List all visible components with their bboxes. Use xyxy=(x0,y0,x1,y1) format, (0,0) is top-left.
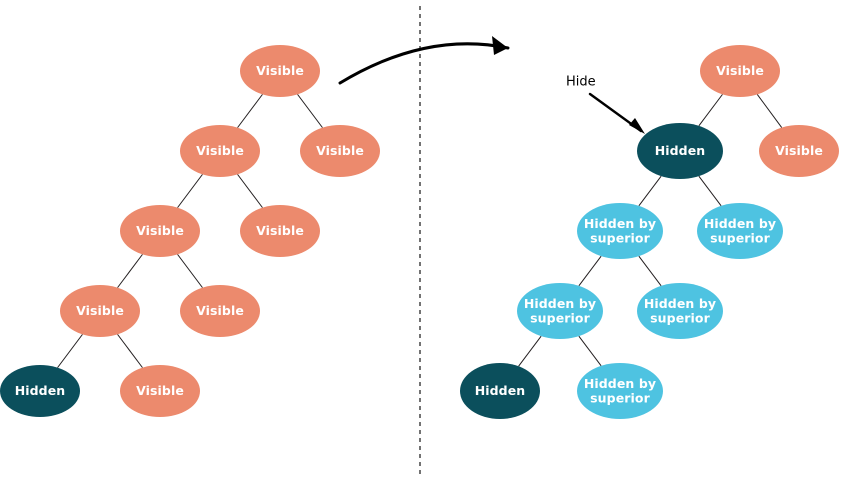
annotation-arrows-group xyxy=(338,36,645,134)
tree-edge xyxy=(117,254,143,288)
node-ellipse[interactable] xyxy=(700,45,780,97)
tree-edge xyxy=(237,94,263,128)
node-ellipse[interactable] xyxy=(300,125,380,177)
node-ellipse[interactable] xyxy=(0,365,80,417)
tree-edge xyxy=(698,175,722,207)
tree-edge xyxy=(518,335,542,367)
node-ellipse[interactable] xyxy=(180,125,260,177)
tree-node-visible[interactable]: Visible xyxy=(240,205,320,257)
node-ellipse[interactable] xyxy=(759,125,839,177)
node-ellipse[interactable] xyxy=(517,283,603,339)
node-ellipse[interactable] xyxy=(120,365,200,417)
tree-edge xyxy=(297,94,323,128)
node-ellipse[interactable] xyxy=(120,205,200,257)
tree-node-visible[interactable]: Visible xyxy=(120,365,200,417)
tree-edge xyxy=(237,174,263,208)
tree-node-visible[interactable]: Visible xyxy=(300,125,380,177)
node-ellipse[interactable] xyxy=(60,285,140,337)
node-ellipse[interactable] xyxy=(240,205,320,257)
tree-node-hidden[interactable]: Hidden xyxy=(460,363,540,419)
tree-edge xyxy=(638,175,662,207)
tree-node-visible[interactable]: Visible xyxy=(120,205,200,257)
node-ellipse[interactable] xyxy=(637,123,723,179)
curved-transition-arrow xyxy=(338,42,510,85)
node-ellipse[interactable] xyxy=(577,203,663,259)
tree-edge xyxy=(578,255,602,287)
tree-edge xyxy=(117,334,143,368)
tree-node-visible[interactable]: Visible xyxy=(240,45,320,97)
tree-edge xyxy=(177,254,203,288)
node-ellipse[interactable] xyxy=(577,363,663,419)
tree-node-visible[interactable]: Visible xyxy=(60,285,140,337)
tree-edge xyxy=(57,334,83,368)
node-ellipse[interactable] xyxy=(637,283,723,339)
annotations-group: Hide xyxy=(566,75,596,90)
tree-node-visible[interactable]: Visible xyxy=(759,125,839,177)
transition-arrowhead-icon xyxy=(492,36,508,55)
tree-edge xyxy=(698,94,723,127)
tree-node-visible[interactable]: Visible xyxy=(180,285,260,337)
tree-edges-group xyxy=(57,94,783,368)
tree-edge xyxy=(177,174,203,208)
tree-edge xyxy=(756,94,783,128)
hide-annotation-label: Hide xyxy=(566,75,596,90)
hide-arrowhead-icon xyxy=(629,118,645,134)
node-ellipse[interactable] xyxy=(180,285,260,337)
tree-node-hidden[interactable]: Hidden xyxy=(637,123,723,179)
tree-node-visible[interactable]: Visible xyxy=(180,125,260,177)
tree-edge xyxy=(638,255,662,287)
tree-edge xyxy=(578,335,602,367)
node-ellipse[interactable] xyxy=(697,203,783,259)
tree-node-hidden[interactable]: Hidden xyxy=(0,365,80,417)
node-ellipse[interactable] xyxy=(240,45,320,97)
node-ellipse[interactable] xyxy=(460,363,540,419)
tree-node-visible[interactable]: Visible xyxy=(700,45,780,97)
